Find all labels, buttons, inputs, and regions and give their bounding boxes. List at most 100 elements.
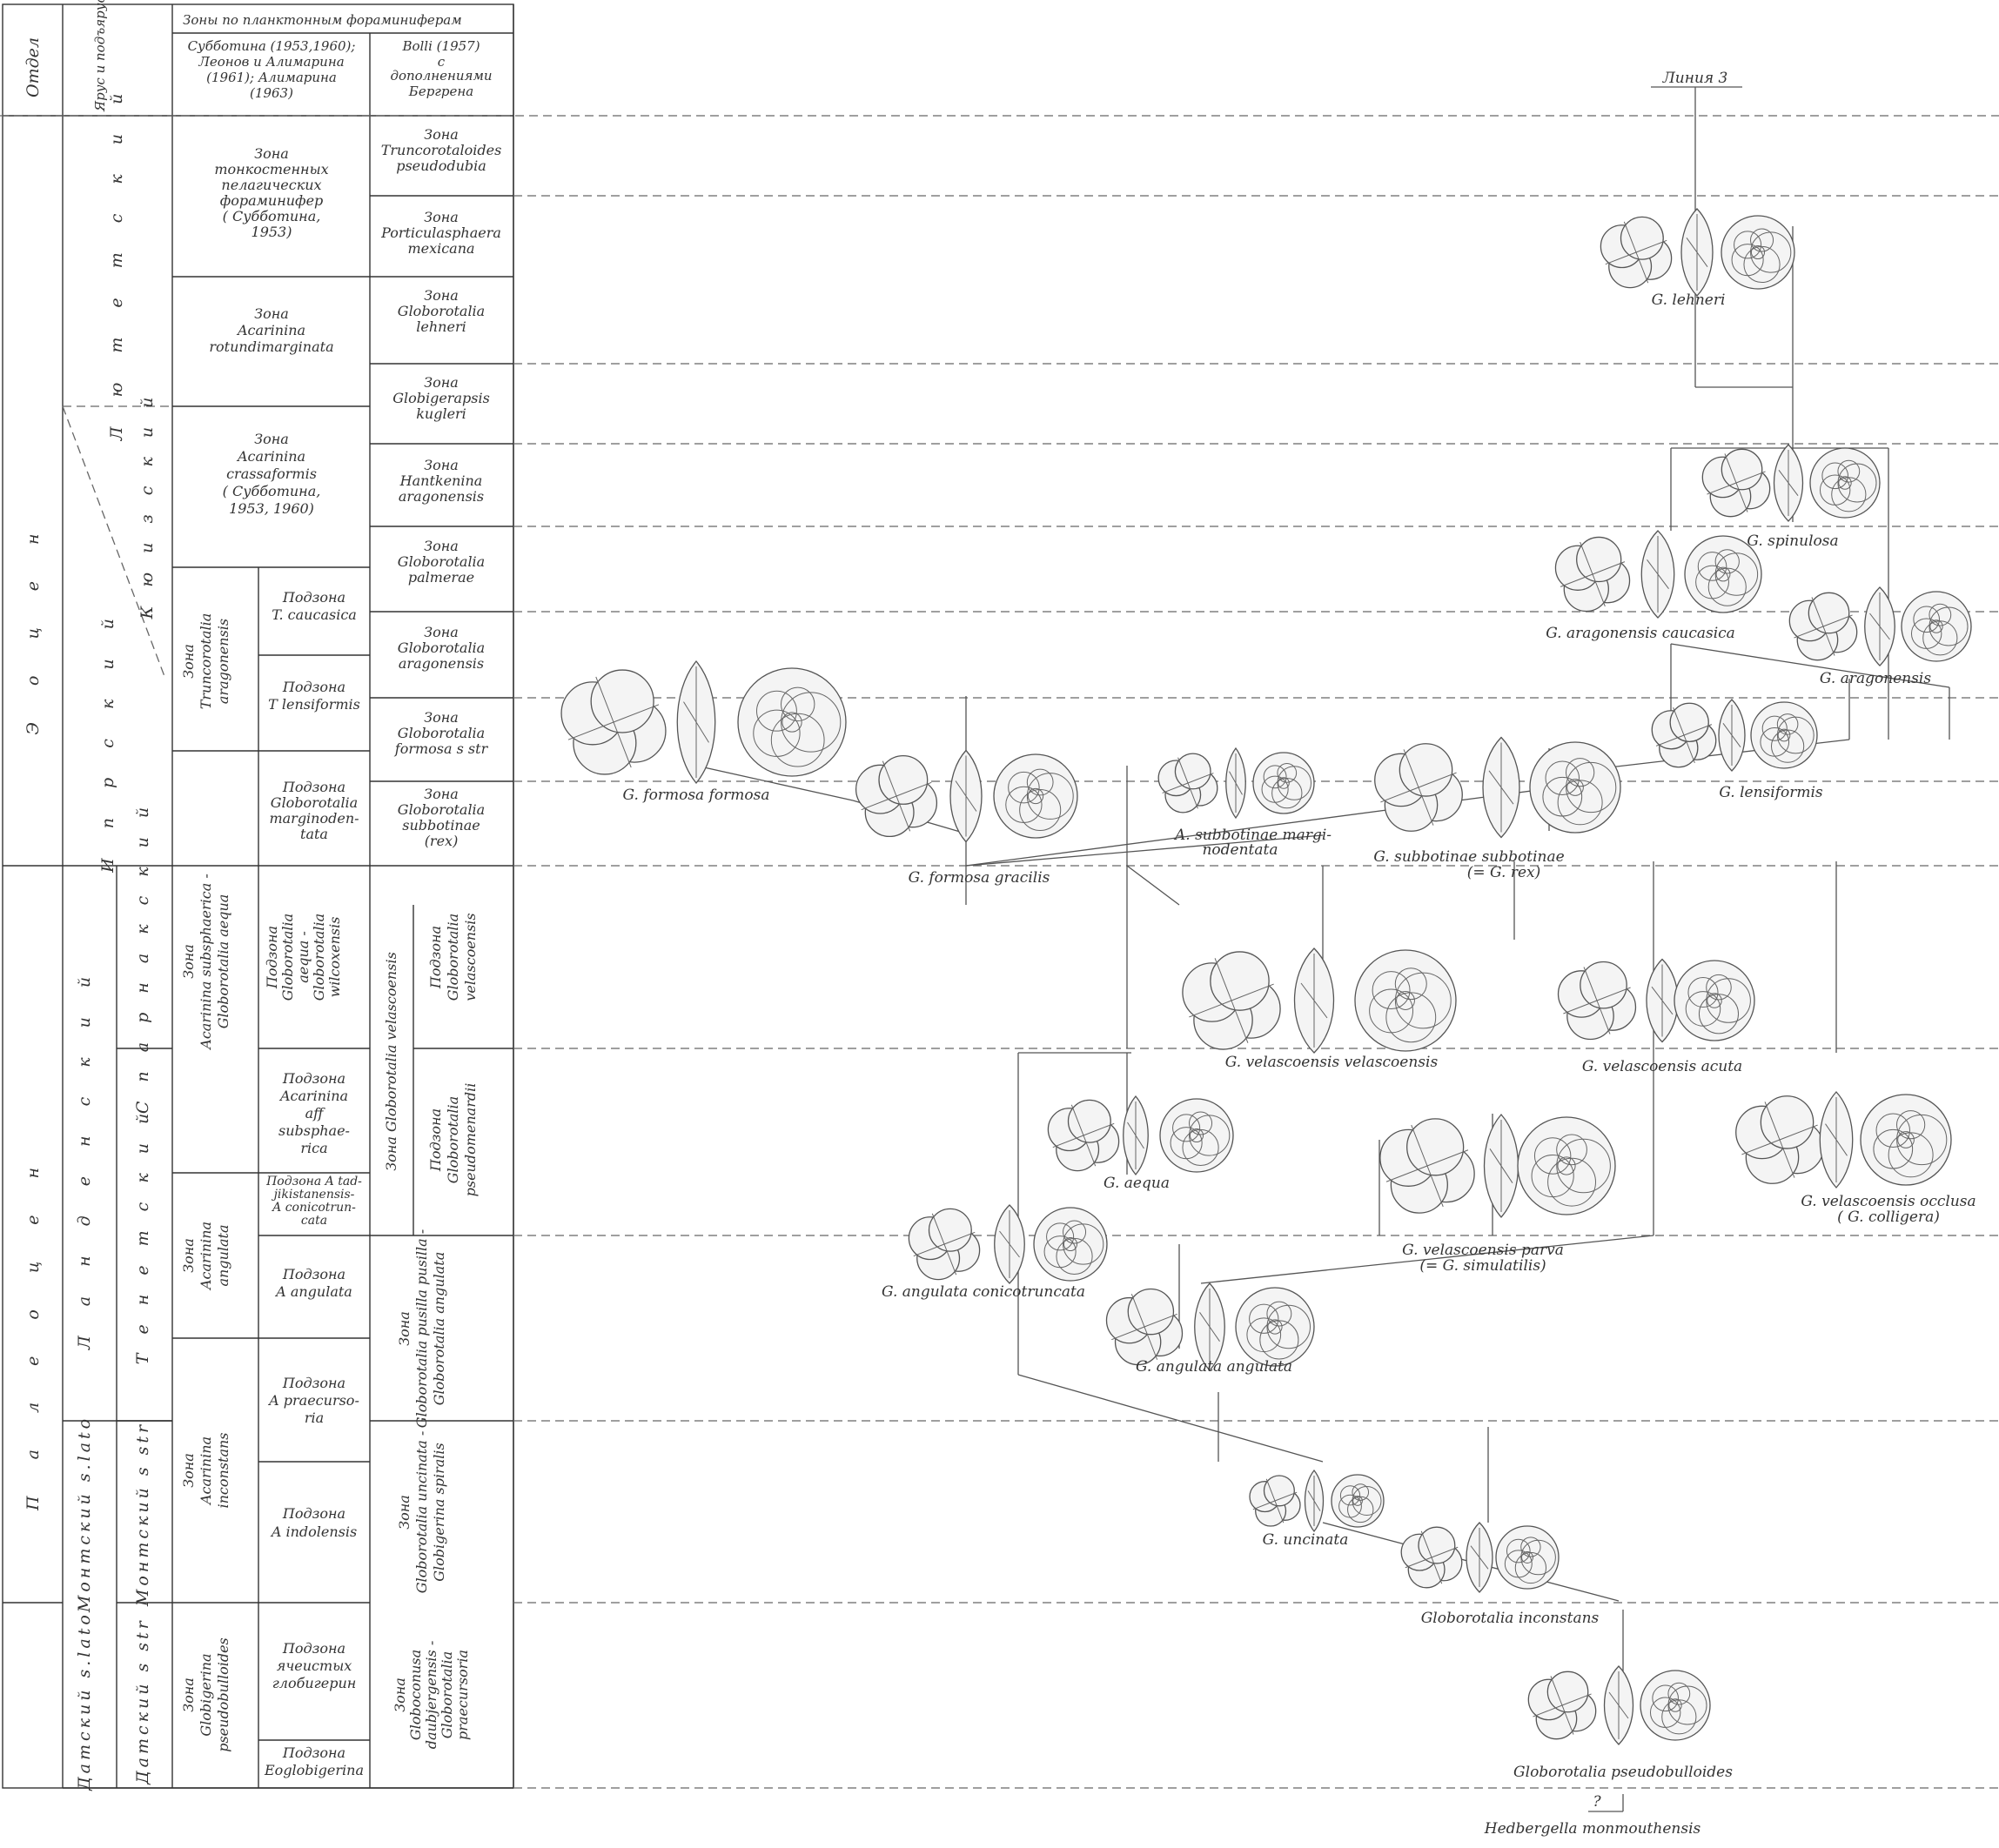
foraminifera-spiral-view — [738, 668, 846, 776]
subzone-text: Подзона — [282, 1375, 345, 1391]
zone-text: aragonensis — [215, 619, 231, 704]
subzone-text: aequa - — [295, 931, 312, 983]
header-zones-title: Зоны по планктонным фораминиферам — [183, 12, 462, 28]
foraminifera-spiral-view — [1355, 950, 1456, 1051]
subzone-text: Подзона — [282, 589, 345, 606]
zone-text: Acarinina — [198, 1436, 214, 1506]
bolli-text: palmerae — [408, 569, 474, 586]
zone-text: Зона — [180, 1238, 197, 1273]
foraminifera-edge-view — [1865, 587, 1895, 666]
bolli-text: Globorotalia — [398, 725, 485, 741]
zone-block-vertical: Зона Acarinina inconstans — [180, 1432, 231, 1508]
subzone-text: Подзона A tad- — [265, 1175, 362, 1188]
yarus-lutetian: Л ю т е т с к и й — [107, 82, 126, 442]
bolli-text: Porticulasphaera — [380, 224, 501, 241]
species-label: G. spinulosa — [1747, 532, 1838, 550]
zone-block-vertical: Зона Truncorotalia aragonensis — [180, 613, 231, 710]
yarus-ypresian: И п р с к и й — [98, 606, 117, 874]
foraminifera-spiral-view — [1640, 1671, 1710, 1740]
bolli-text: Globorotalia uncinata - — [413, 1431, 430, 1594]
foraminifera-umbilical-view — [1702, 449, 1769, 516]
foraminifera-spiral-view — [1034, 1208, 1107, 1281]
bolli-text: Globorotalia — [398, 303, 485, 319]
subzone-text: Eoglobigerina — [264, 1762, 364, 1778]
bolli-text: Globorotalia — [398, 801, 485, 818]
subzone-text: Подзона — [264, 926, 280, 989]
bolli-text: daubjergensis - — [423, 1641, 439, 1749]
subzone-text: Acarinina — [278, 1088, 348, 1104]
foraminifera-edge-view — [995, 1205, 1025, 1283]
species-label: Globorotalia pseudobulloides — [1513, 1764, 1733, 1781]
subzone-text: Globorotalia — [271, 794, 358, 811]
zone-text: Зона — [254, 431, 289, 447]
foraminifera-spiral-view — [1496, 1526, 1559, 1589]
foraminifera-edge-view — [950, 751, 982, 842]
zone-block-vertical: Зона Acarinina subsphaerica - Globorotal… — [180, 874, 231, 1050]
header-subbotina-4: (1963) — [250, 85, 293, 101]
subzone-text: A angulata — [274, 1283, 352, 1300]
zone-text: ( Субботина, — [223, 483, 321, 499]
foraminifera-umbilical-view — [1600, 217, 1671, 287]
subzone-text: ячеистых — [277, 1657, 352, 1674]
foraminifera-spiral-view — [1751, 702, 1817, 768]
subzone-text: Подзона — [282, 779, 345, 795]
header-col-otdel: Отдел — [23, 37, 43, 97]
species-label: ( G. colligera) — [1837, 1209, 1940, 1226]
bolli-text: Globoconusa — [407, 1650, 424, 1740]
foraminifera-spiral-view — [1253, 753, 1314, 814]
header-subbotina-2: Леонов и Алимарина — [198, 54, 344, 70]
foraminifera-edge-view — [1195, 1283, 1225, 1370]
species-label: G. aragonensis — [1820, 670, 1931, 687]
bolli-text: aragonensis — [399, 488, 484, 505]
species-label: G. aequa — [1103, 1175, 1170, 1192]
otdel-eocene: Э о ц е н — [23, 518, 43, 734]
subzone-text: ria — [305, 1409, 324, 1426]
foraminifera-umbilical-view — [1048, 1100, 1118, 1170]
foraminifera-spiral-view — [1518, 1117, 1615, 1215]
bolli-text: Globorotalia angulata — [431, 1252, 447, 1406]
phylogeny-branches — [696, 87, 1949, 1811]
bolli-text: Зона — [424, 786, 459, 802]
species-label: (= G. simulatilis) — [1419, 1257, 1546, 1275]
bolli-text: Зона — [424, 209, 459, 225]
zone-text: Зона — [254, 305, 289, 322]
species-label: G. velascoensis velascoensis — [1225, 1054, 1439, 1071]
foraminifera-spiral-view — [1721, 216, 1794, 289]
foraminifera-umbilical-view — [1106, 1289, 1182, 1364]
foraminifera-umbilical-view — [1380, 1119, 1474, 1213]
foraminifera-umbilical-view — [1559, 962, 1636, 1040]
bolli-text: aragonensis — [399, 655, 484, 672]
zone-text: фораминифер — [220, 192, 324, 209]
podyarus-thanetian: Т е н е т с к и й — [133, 1107, 152, 1364]
bolli-text: Зона — [424, 709, 459, 726]
zone-text: ( Субботина, — [223, 208, 321, 224]
subzone-text: Подзона — [282, 1070, 345, 1087]
bolli-subzone-text: Globorotalia — [445, 914, 461, 1001]
velascoensis-zone-text: Зона Globorotalia velascoensis — [383, 952, 399, 1171]
zone-text: pseudobulloides — [215, 1637, 231, 1752]
foraminifera-umbilical-view — [1789, 593, 1856, 660]
foraminifera-edge-view — [1226, 748, 1246, 818]
bolli-text: Зона — [396, 1495, 413, 1530]
species-label: G. aragonensis caucasica — [1546, 625, 1735, 642]
header-subbotina-1: Субботина (1953,1960); — [188, 38, 356, 54]
header-bolli-3: дополнениями — [390, 68, 492, 84]
bolli-subzone-text: pseudomenardii — [462, 1083, 479, 1197]
foraminifera-umbilical-view — [1158, 753, 1218, 813]
bolli-text: pseudodubia — [396, 157, 486, 174]
subzone-text: T lensiformis — [268, 696, 360, 713]
header-bolli-4: Бергрена — [408, 84, 473, 99]
foraminifera-umbilical-view — [1375, 744, 1463, 832]
foraminifera-edge-view — [1466, 1523, 1493, 1592]
zone-text: Acarinina — [198, 1222, 214, 1291]
foraminifera-spiral-view — [1810, 448, 1880, 518]
foraminifera-edge-view — [1719, 700, 1745, 771]
subzone-text: глобигерин — [272, 1675, 357, 1691]
table-header: Зоны по планктонным фораминиферам Отдел … — [23, 0, 493, 112]
foraminifera-edge-view — [1647, 960, 1678, 1042]
podyarus-sparnacian: С п а р н а к с к и й — [133, 800, 152, 1114]
bolli-text: mexicana — [407, 240, 474, 257]
species-label: G. uncinata — [1263, 1531, 1349, 1549]
foraminifera-umbilical-view — [1183, 952, 1280, 1049]
